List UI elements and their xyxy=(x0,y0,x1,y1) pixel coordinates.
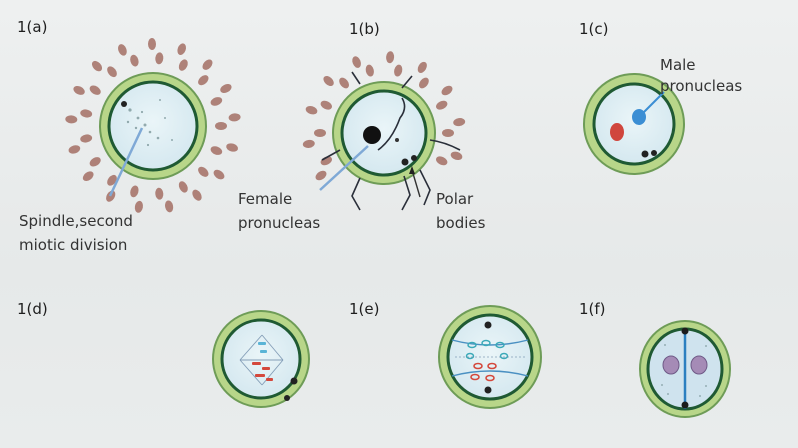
female-pronucleus-dark xyxy=(363,126,381,144)
sperm-head xyxy=(155,52,164,65)
sperm-head xyxy=(177,58,190,72)
female-pronucleus-annotation: Female pronucleas xyxy=(238,190,320,233)
sperm-head xyxy=(386,51,395,64)
female-pronucleus-c xyxy=(610,123,624,141)
blastomere-nucleus-left xyxy=(663,356,679,374)
sperm-head xyxy=(337,76,351,90)
sperm-head xyxy=(450,150,464,161)
sperm-head xyxy=(201,58,215,72)
polar-bodies-annotation: Polar bodies xyxy=(436,190,485,233)
oocyte-a xyxy=(65,38,241,213)
sperm-head xyxy=(365,64,375,77)
sperm-head xyxy=(177,180,190,194)
polar-body-1 xyxy=(402,159,409,166)
sperm-head xyxy=(196,73,210,87)
male-annotation-line1: Male xyxy=(660,56,742,75)
sperm-head xyxy=(442,129,454,137)
sperm-head xyxy=(219,82,233,95)
sperm-head xyxy=(190,188,203,202)
panel-label-f: 1(f) xyxy=(579,300,606,319)
two-cell-f xyxy=(640,321,730,417)
female-annotation-line2: pronucleas xyxy=(238,214,320,233)
sperm-head xyxy=(319,99,333,111)
sperm-head xyxy=(212,168,226,182)
spindle-annotation-line1: Spindle,second xyxy=(19,212,133,231)
zygote-d xyxy=(213,311,309,407)
female-annotation-line1: Female xyxy=(238,190,320,209)
panel-label-c: 1(c) xyxy=(579,20,609,39)
panel-label-a: 1(a) xyxy=(17,18,47,37)
sperm-head xyxy=(88,155,102,168)
sperm-head xyxy=(321,74,335,88)
panel-label-b: 1(b) xyxy=(349,20,380,39)
sperm-head xyxy=(305,105,319,116)
sperm-head xyxy=(225,142,239,153)
sperm-head xyxy=(90,59,104,73)
sperm-head xyxy=(417,76,431,90)
spindle-annotation: Spindle,second miotic division xyxy=(19,212,133,255)
sperm-head xyxy=(302,139,315,149)
sperm-head xyxy=(314,169,328,182)
sperm-head xyxy=(393,64,403,77)
sperm-head xyxy=(164,200,174,213)
sperm-head xyxy=(155,187,164,200)
sperm-head xyxy=(81,169,95,183)
sperm-head xyxy=(80,133,93,143)
sperm-head xyxy=(134,200,144,213)
sperm-head xyxy=(129,185,140,199)
male-pronucleus-annotation: Male pronucleas xyxy=(660,56,742,96)
blastomere-nucleus-right xyxy=(691,356,707,374)
sperm-head xyxy=(129,54,140,68)
oocyte-b xyxy=(302,51,465,210)
sperm-head xyxy=(88,84,102,97)
sperm-head xyxy=(65,115,78,124)
sperm-head xyxy=(215,122,227,130)
sperm-head xyxy=(176,42,188,56)
sperm-head xyxy=(68,144,82,155)
sperm-head xyxy=(319,155,333,167)
sperm-head xyxy=(440,84,454,97)
polar-annotation-line1: Polar xyxy=(436,190,485,209)
male-annotation-line2: pronucleas xyxy=(660,77,742,96)
sperm-head xyxy=(314,129,326,137)
sperm-head xyxy=(148,38,156,50)
sperm-head xyxy=(351,55,363,69)
sperm-head xyxy=(80,108,93,118)
sperm-head xyxy=(416,60,429,74)
zygote-e xyxy=(439,306,541,408)
sperm-head xyxy=(435,155,449,167)
spindle-annotation-line2: miotic division xyxy=(19,236,133,255)
sperm-head xyxy=(435,99,449,111)
sperm-head xyxy=(116,43,128,57)
panel-label-d: 1(d) xyxy=(17,300,48,319)
sperm-head xyxy=(209,96,223,108)
sperm-head xyxy=(209,145,223,157)
chromatin-a xyxy=(121,101,127,107)
sperm-head xyxy=(105,65,119,79)
sperm-head xyxy=(196,165,210,179)
polar-body-2 xyxy=(411,155,417,161)
polar-annotation-line2: bodies xyxy=(436,214,485,233)
sperm-head xyxy=(72,84,86,96)
panel-label-e: 1(e) xyxy=(349,300,379,319)
sperm-head xyxy=(453,117,466,127)
sperm-head xyxy=(228,113,241,122)
